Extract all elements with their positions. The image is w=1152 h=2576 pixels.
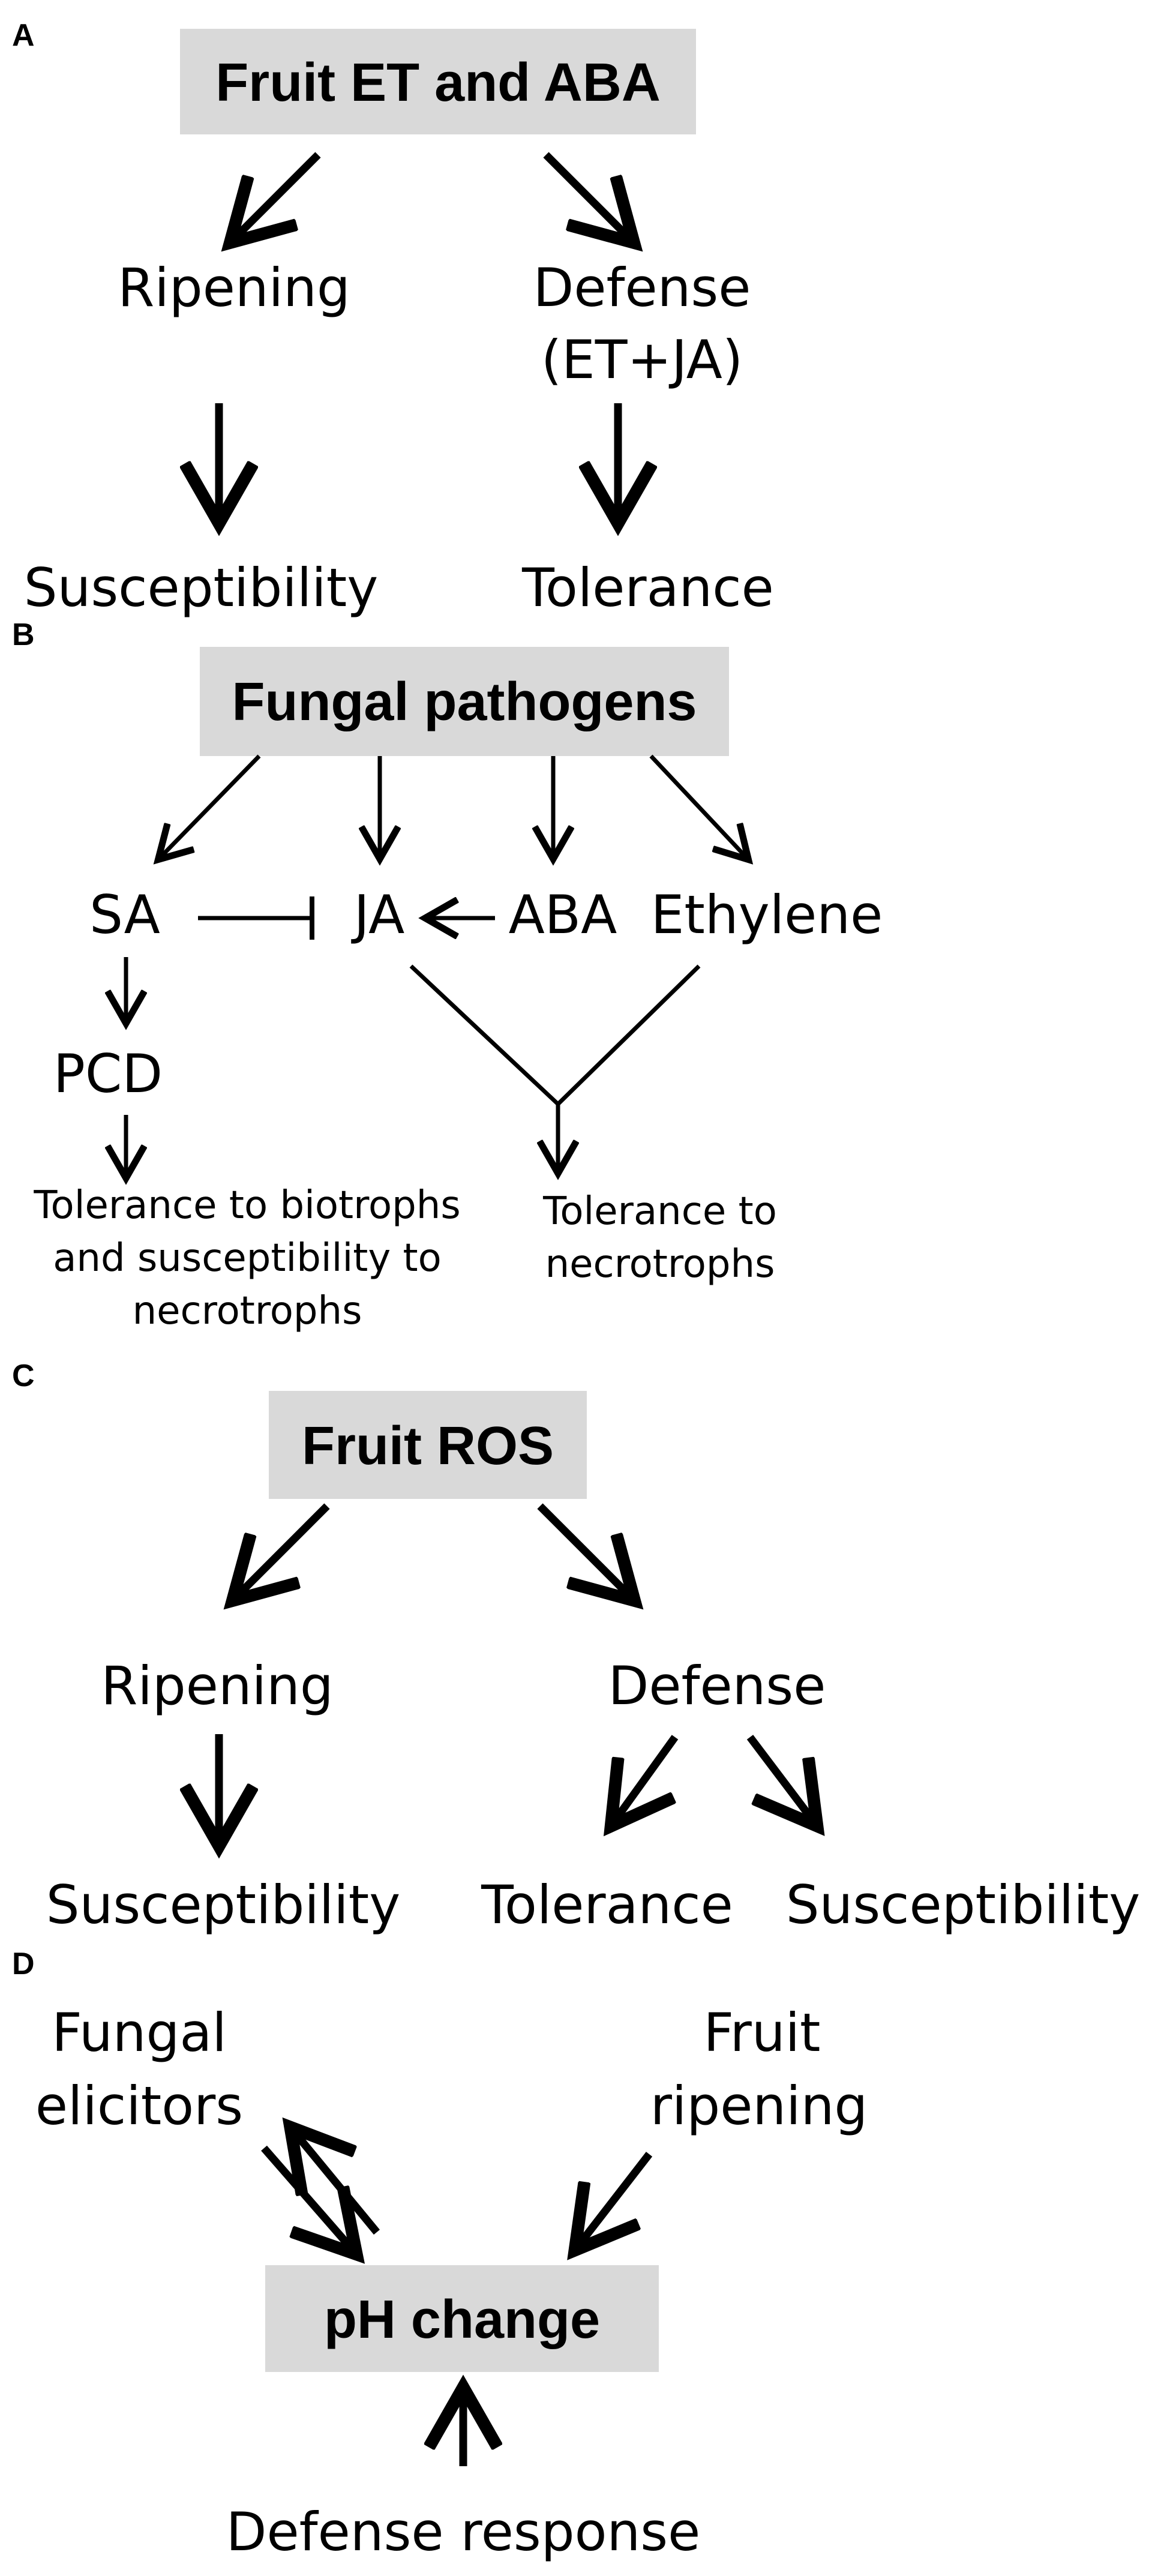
panel-d-title: pH change [324,2290,600,2350]
panel-b-pcd: PCD [53,1043,163,1105]
panel-d-ripening: ripening [650,2075,868,2137]
arrow-c-defense-to-tolerance [613,1735,679,1823]
arrow-ph-to-elicitors [293,2130,380,2235]
panel-c: C Fruit ROS Ripening Defense Susceptibil… [12,1359,1140,1936]
arrow-c-to-defense [537,1503,632,1598]
panel-a-title-box [180,29,696,134]
panel-a: A Fruit ET and ABA Ripening Defense (ET+… [12,18,774,619]
panel-c-title-box [269,1391,587,1499]
arrow-ripening-to-ph [577,2152,653,2247]
panel-b-right-outcome-1: Tolerance to [542,1189,777,1234]
arrow-a-to-ripening [233,152,321,240]
panel-b-left-outcome-2: and susceptibility to [53,1236,442,1280]
arrow-fungal-to-ethylene [649,754,747,858]
panel-b-letter: B [12,617,35,652]
panel-c-ripening: Ripening [101,1655,333,1717]
panel-c-defense: Defense [608,1655,826,1717]
panel-c-susceptibility-left: Susceptibility [46,1874,401,1936]
panel-a-defense: Defense [533,257,751,319]
panel-a-letter: A [12,18,35,53]
converge-ethylene [556,964,701,1106]
arrow-fungal-to-sa [160,754,261,858]
panel-d-fruit: Fruit [703,2002,820,2064]
panel-c-tolerance: Tolerance [481,1874,733,1936]
panel-a-susceptibility: Susceptibility [24,557,379,619]
panel-b-left-outcome-3: necrotrophs [133,1289,362,1333]
panel-d-elicitors: elicitors [35,2075,243,2137]
panel-b: B Fungal pathogens SA JA ABA Ethylene PC… [12,617,883,1333]
panel-a-ripening: Ripening [118,257,350,319]
panel-b-right-outcome-2: necrotrophs [545,1242,775,1286]
panel-a-title: Fruit ET and ABA [215,53,661,113]
panel-b-ja: JA [351,884,405,946]
panel-c-letter: C [12,1359,35,1393]
arrow-c-defense-to-susceptibility [746,1735,815,1823]
arrow-a-to-defense [543,152,631,240]
panel-b-sa: SA [89,884,160,946]
panel-b-title-box [200,647,729,756]
arrow-c-to-ripening [235,1503,330,1598]
panel-a-defense-sub: (ET+JA) [541,329,743,391]
panel-d-title-box [265,2265,659,2372]
panel-b-ethylene: Ethylene [651,884,883,946]
panel-b-left-outcome-1: Tolerance to biotrophs [33,1183,460,1228]
converge-ja [409,964,560,1106]
panel-c-susceptibility-right: Susceptibility [786,1874,1141,1936]
panel-d-fungal: Fungal [52,2002,227,2064]
panel-a-tolerance: Tolerance [521,557,774,619]
panel-b-aba: ABA [509,884,617,946]
panel-c-title: Fruit ROS [302,1416,554,1476]
panel-b-title: Fungal pathogens [232,672,697,732]
panel-d-letter: D [12,1947,35,1981]
panel-d: D Fungal elicitors Fruit ripening pH cha… [12,1947,868,2563]
arrow-elicitors-to-ph [261,2145,354,2251]
panel-d-defense-response: Defense response [226,2501,700,2563]
